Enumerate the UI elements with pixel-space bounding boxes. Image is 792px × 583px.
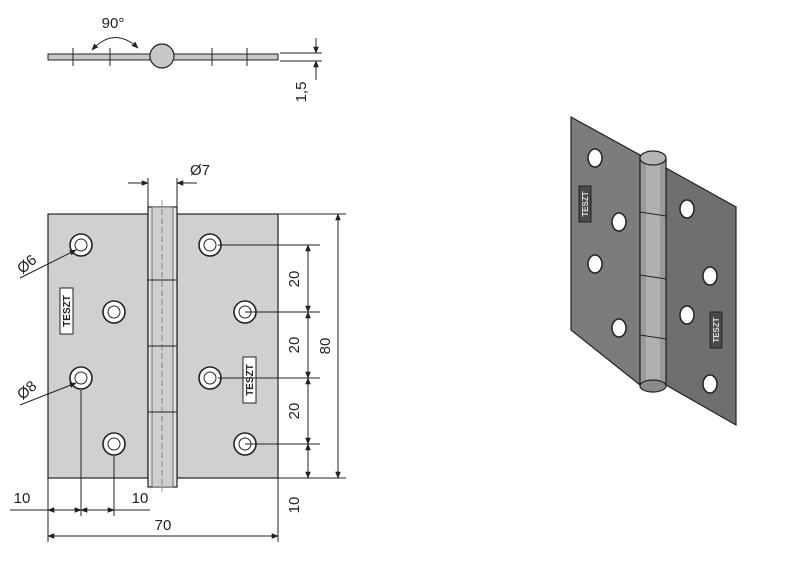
height-total-label: 80 [317,338,334,355]
brand-mark-right: TESZT [242,356,257,404]
hole-offset-label: 10 [132,490,149,507]
bottom-offset-label: 10 [286,497,303,514]
pin-diameter-label: Ø7 [190,162,210,179]
front-view: TESZT TESZT [10,178,346,542]
top-view [47,37,322,80]
iso-hole [587,148,603,168]
hole [102,300,126,324]
left-offset-label: 10 [14,490,31,507]
spacing-3-label: 20 [286,403,303,420]
angle-label: 90° [102,15,125,32]
iso-brand-mark-left-text: TESZT [581,191,590,216]
hole [69,233,93,257]
left-leaf [47,213,149,479]
thickness-label: 1,5 [293,82,310,103]
top-view-knuckle [149,43,175,69]
brand-mark-left-text: TESZT [62,295,73,327]
hole [198,366,222,390]
iso-brand-mark-left: TESZT [578,185,592,223]
hole [69,366,93,390]
iso-hole [679,305,695,325]
iso-view: TESZT TESZT [570,115,737,427]
hole-large-label: Ø8 [14,378,40,404]
brand-mark-right-text: TESZT [245,364,256,396]
iso-hole [611,212,627,232]
brand-mark-left: TESZT [59,287,74,335]
iso-left-leaf [570,115,641,387]
iso-hole [702,266,718,286]
hole [198,233,222,257]
hole-small-label: Ø6 [14,252,40,278]
iso-hole [679,199,695,219]
iso-brand-mark-right-text: TESZT [712,317,721,342]
iso-right-leaf [665,166,737,427]
spacing-2-label: 20 [286,337,303,354]
spacing-1-label: 20 [286,271,303,288]
iso-brand-mark-right: TESZT [709,311,723,349]
iso-hole [587,254,603,274]
width-total-label: 70 [155,517,172,534]
iso-hole [702,374,718,394]
iso-hole [611,318,627,338]
hole [102,432,126,456]
angle-arc [91,37,139,51]
right-leaf [176,213,279,479]
